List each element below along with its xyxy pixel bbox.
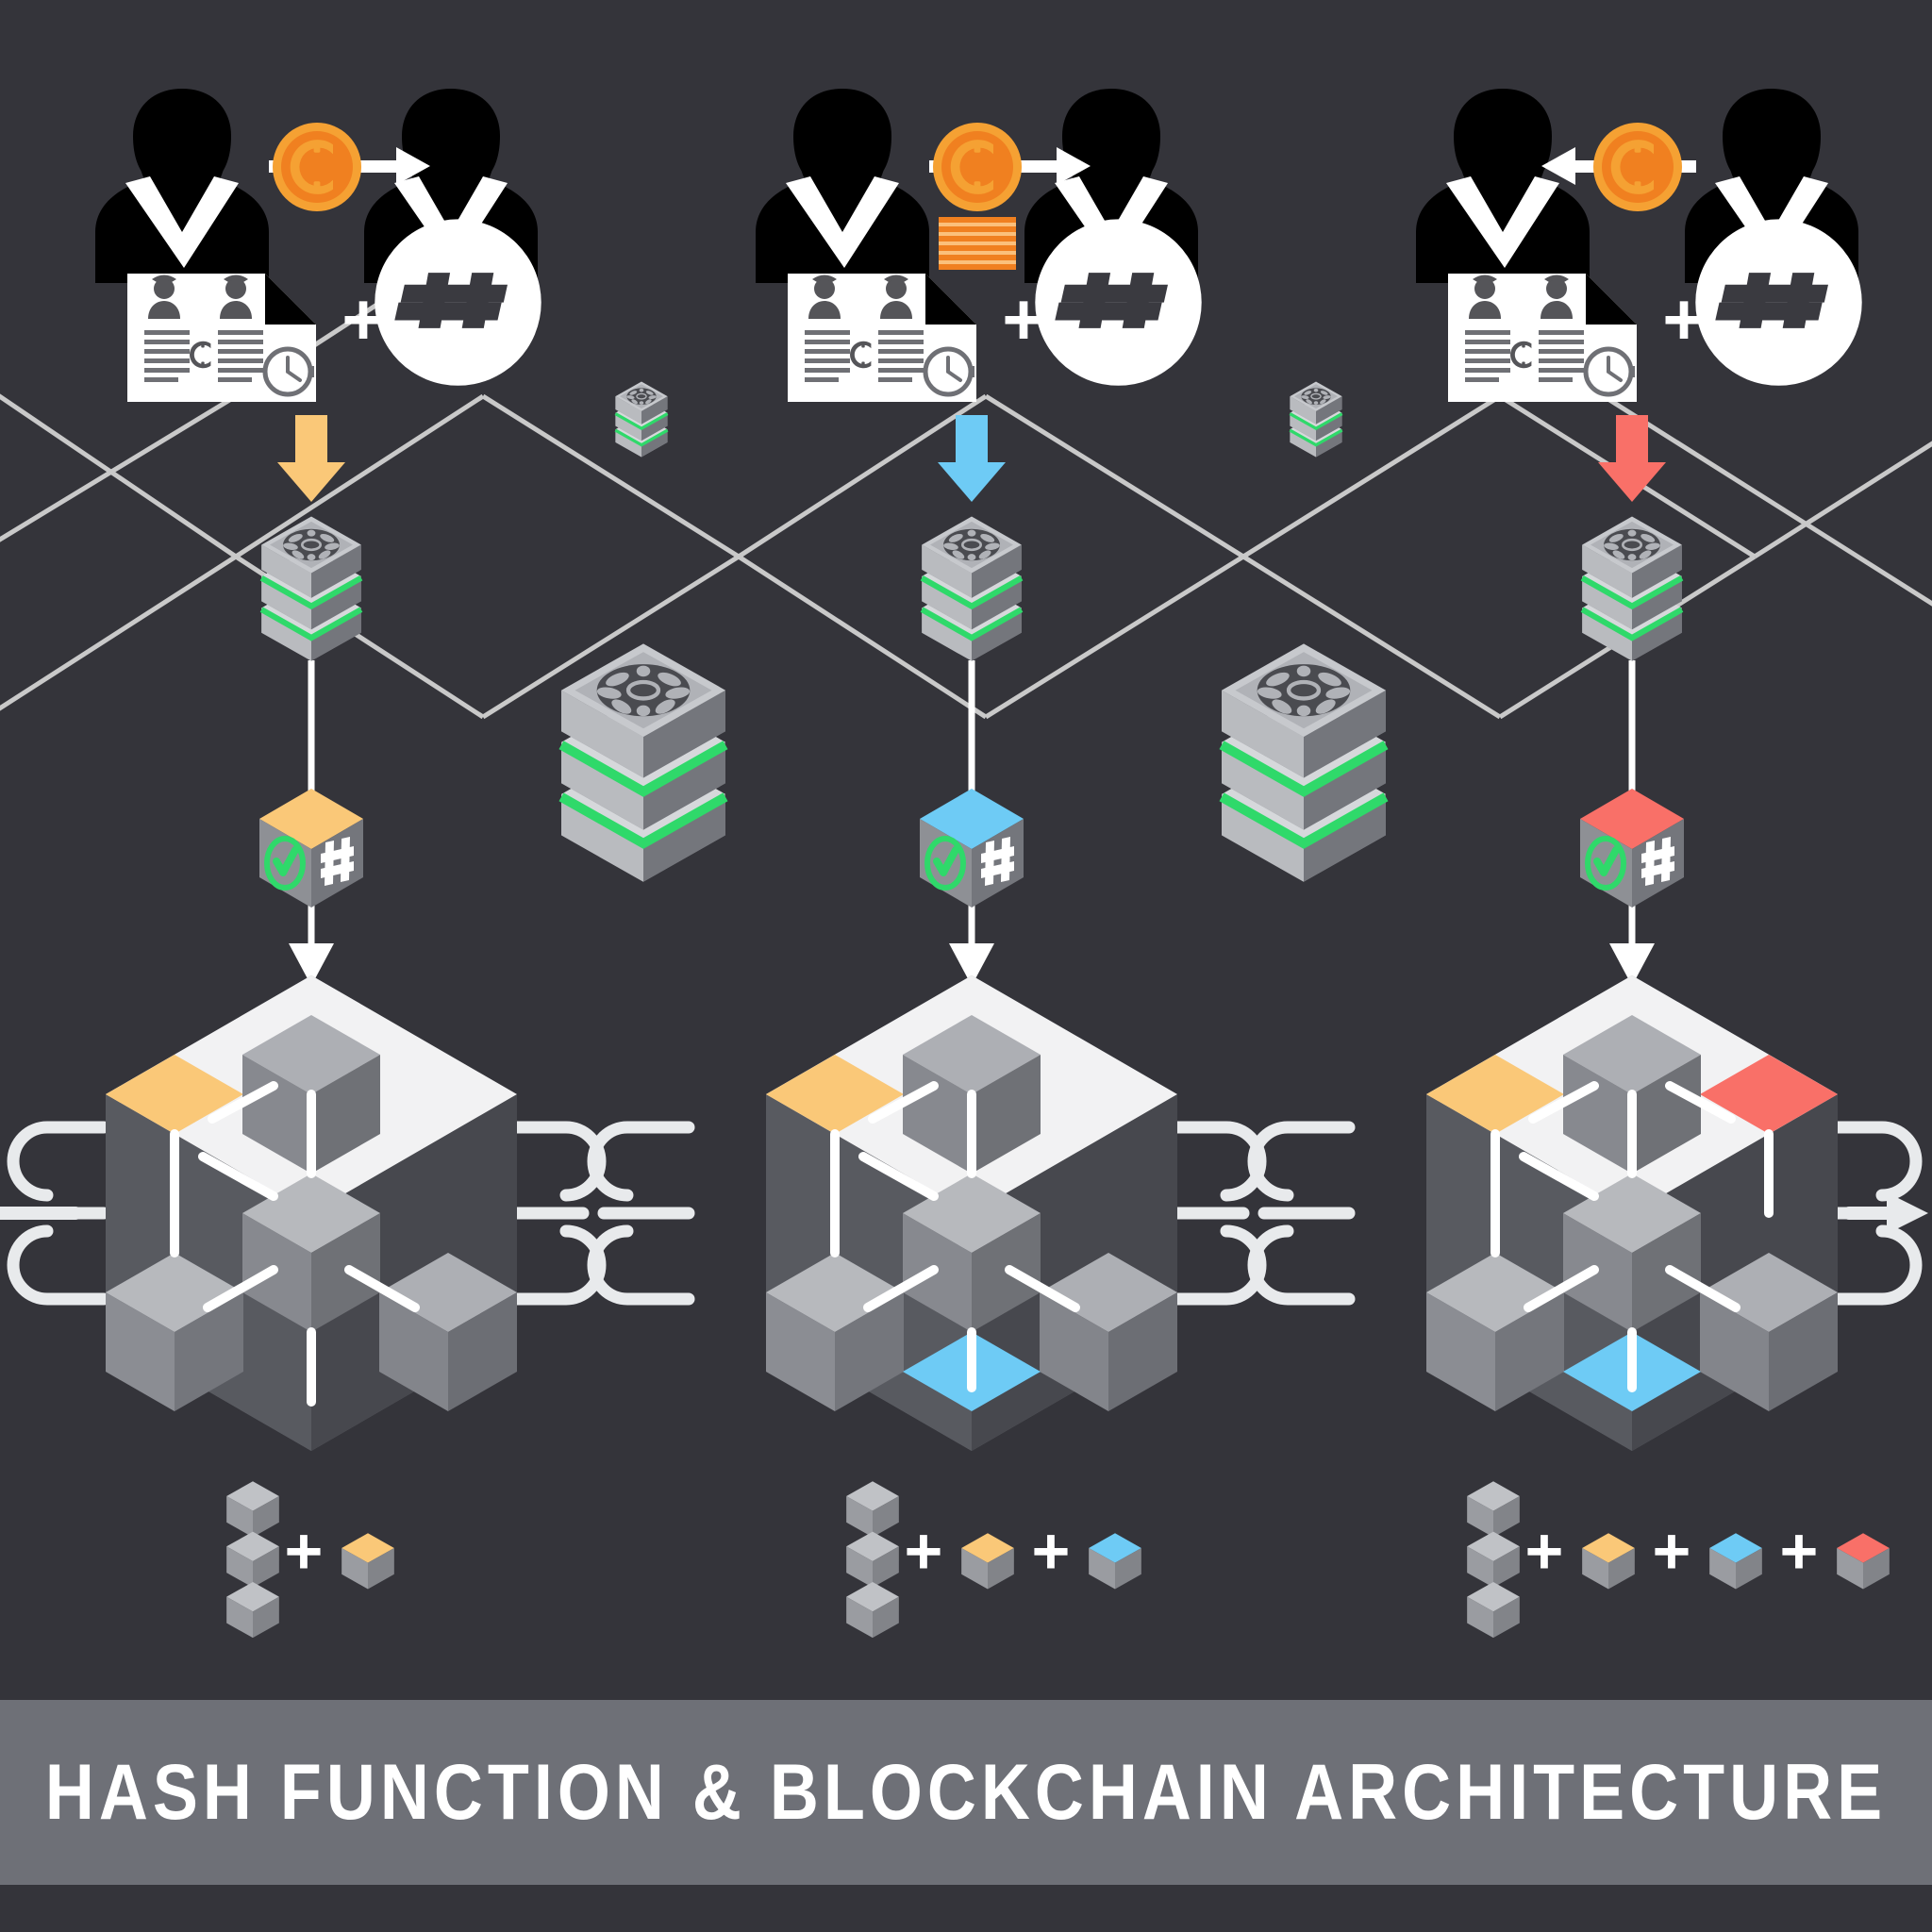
block-accent-red [1700,1055,1838,1134]
blockchain-block-1[interactable] [106,975,517,1451]
legend-group-2: + + [846,1481,1141,1639]
coin-icon-1 [273,123,361,211]
chain-link-row [0,1121,1928,1306]
blockchain-block-2[interactable] [766,975,1177,1451]
node-output-arrowheads [289,943,1655,986]
legend-plus-3b: + [1653,1514,1691,1588]
legend-cube-orange-3 [1582,1533,1635,1590]
legend-plus-3c: + [1780,1514,1819,1588]
network-node-large-2[interactable] [1222,643,1386,881]
gear-hash-icon-3 [1695,219,1862,386]
network-node-validator-3[interactable] [1582,517,1682,661]
flow-arrow-down-2 [938,415,1006,502]
block-accent-orange [1426,1055,1564,1134]
network-node-small-1[interactable] [613,379,670,459]
legend-cube-blue-3 [1709,1533,1762,1590]
hash-cube-3[interactable] [1580,789,1684,908]
transaction-group-2: + [756,89,1202,502]
transaction-group-3: + [1416,89,1862,502]
legend-stack-1 [226,1481,279,1639]
legend-group-3: + + + [1467,1481,1890,1639]
legend-stack-2 [846,1481,899,1639]
blockchain-block-3[interactable] [1426,975,1838,1451]
hash-cube-2[interactable] [920,789,1024,908]
chain-end-arrow [1887,1192,1928,1234]
network-node-validator-2[interactable] [922,517,1022,661]
block-accent-orange [766,1055,904,1134]
hash-cube-1[interactable] [259,789,363,908]
legend-plus-1: + [285,1514,324,1588]
coin-icon-3 [1593,123,1682,211]
legend-cube-blue-2 [1089,1533,1141,1590]
block-accent-orange [106,1055,243,1134]
coin-icon-2 [933,123,1022,211]
transaction-group-1: + [95,89,541,502]
legend-cube-orange-2 [961,1533,1014,1590]
legend-plus-3: + [1525,1514,1564,1588]
gear-hash-icon-1 [375,219,541,386]
network-node-large-1[interactable] [561,643,725,881]
flow-arrow-down-3 [1598,415,1666,502]
legend-plus-2b: + [1032,1514,1071,1588]
legend-plus-2: + [905,1514,943,1588]
network-node-small-2[interactable] [1288,379,1344,459]
gear-hash-icon-2 [1035,219,1202,386]
network-node-validator-1[interactable] [261,517,361,661]
legend-stack-3 [1467,1481,1520,1639]
title-band: HASH FUNCTION & BLOCKCHAIN ARCHITECTURE [0,1700,1932,1885]
page-title: HASH FUNCTION & BLOCKCHAIN ARCHITECTURE [44,1748,1888,1837]
legend-cube-red-3 [1837,1533,1890,1590]
flow-arrow-down-1 [277,415,345,502]
cash-stack-icon-2 [939,217,1016,270]
